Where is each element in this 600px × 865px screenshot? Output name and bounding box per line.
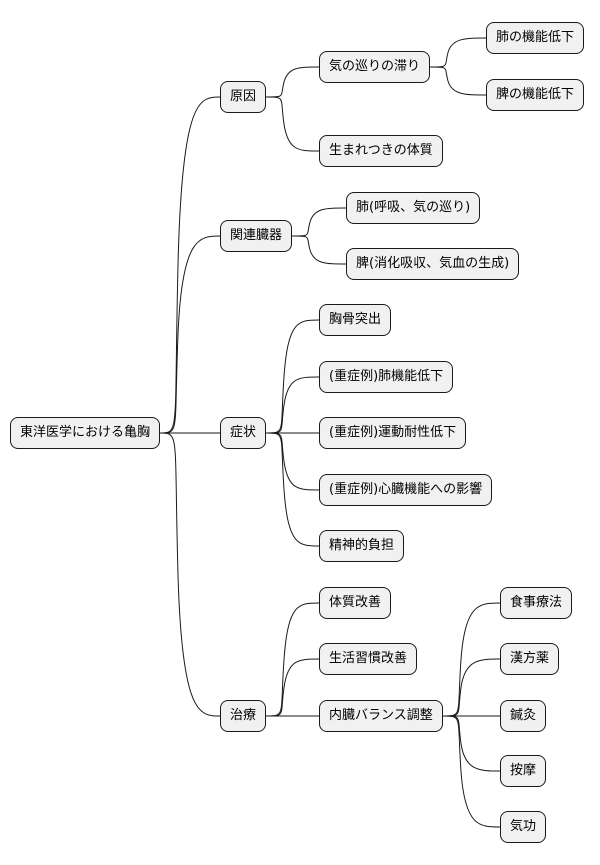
chest-protrusion-node: 胸骨突出 — [319, 304, 392, 336]
cause-node: 原因 — [220, 81, 267, 113]
massage-node: 按摩 — [500, 755, 547, 787]
constitution-node: 生まれつきの体質 — [319, 135, 443, 167]
connector-t3-t3a — [442, 602, 501, 717]
connector-symptoms-s5 — [265, 432, 320, 547]
lung-node: 肺(呼吸、気の巡り) — [346, 192, 481, 224]
lung-decline-node: 肺の機能低下 — [486, 22, 585, 54]
acupuncture-node: 鍼灸 — [500, 700, 547, 732]
connector-t3-t3b — [442, 658, 501, 717]
herbal-medicine-node: 漢方薬 — [500, 643, 560, 675]
spleen-node: 脾(消化吸収、気血の生成) — [346, 248, 520, 280]
root-node: 東洋医学における亀胸 — [10, 417, 161, 449]
organs-node: 関連臓器 — [220, 220, 293, 252]
connector-treatment-t1 — [265, 602, 320, 717]
connector-root-cause — [159, 96, 221, 434]
spleen-decline-node: 脾の機能低下 — [486, 79, 585, 111]
connector-symptoms-s2 — [265, 376, 320, 434]
mental-burden-node: 精神的負担 — [319, 530, 405, 562]
connector-t3-t3d — [442, 715, 501, 772]
connector-symptoms-s4 — [265, 432, 320, 491]
connector-qi-lungdec — [429, 37, 487, 68]
connector-treatment-t2 — [265, 658, 320, 717]
connector-root-treatment — [159, 432, 221, 717]
severe-exercise-node: (重症例)運動耐性低下 — [319, 417, 467, 449]
treatment-node: 治療 — [220, 700, 267, 732]
lifestyle-improve-node: 生活習慣改善 — [319, 643, 418, 675]
connector-symptoms-s1 — [265, 319, 320, 434]
connector-organs-spleen — [291, 235, 347, 265]
connector-t3-t3e — [442, 715, 501, 828]
qigong-node: 気功 — [500, 811, 547, 843]
connector-qi-spleendec — [429, 66, 487, 96]
severe-heart-node: (重症例)心臓機能への影響 — [319, 474, 493, 506]
symptoms-node: 症状 — [220, 417, 267, 449]
organ-balance-node: 内臓バランス調整 — [319, 700, 443, 732]
constitution-improve-node: 体質改善 — [319, 587, 392, 619]
diet-therapy-node: 食事療法 — [500, 587, 573, 619]
connector-cause-qi — [265, 66, 320, 98]
connector-root-organs — [159, 235, 221, 434]
qi-stagnation-node: 気の巡りの滞り — [319, 51, 431, 83]
connector-organs-lung — [291, 207, 347, 237]
connector-cause-const — [265, 96, 320, 152]
severe-lung-node: (重症例)肺機能低下 — [319, 361, 454, 393]
